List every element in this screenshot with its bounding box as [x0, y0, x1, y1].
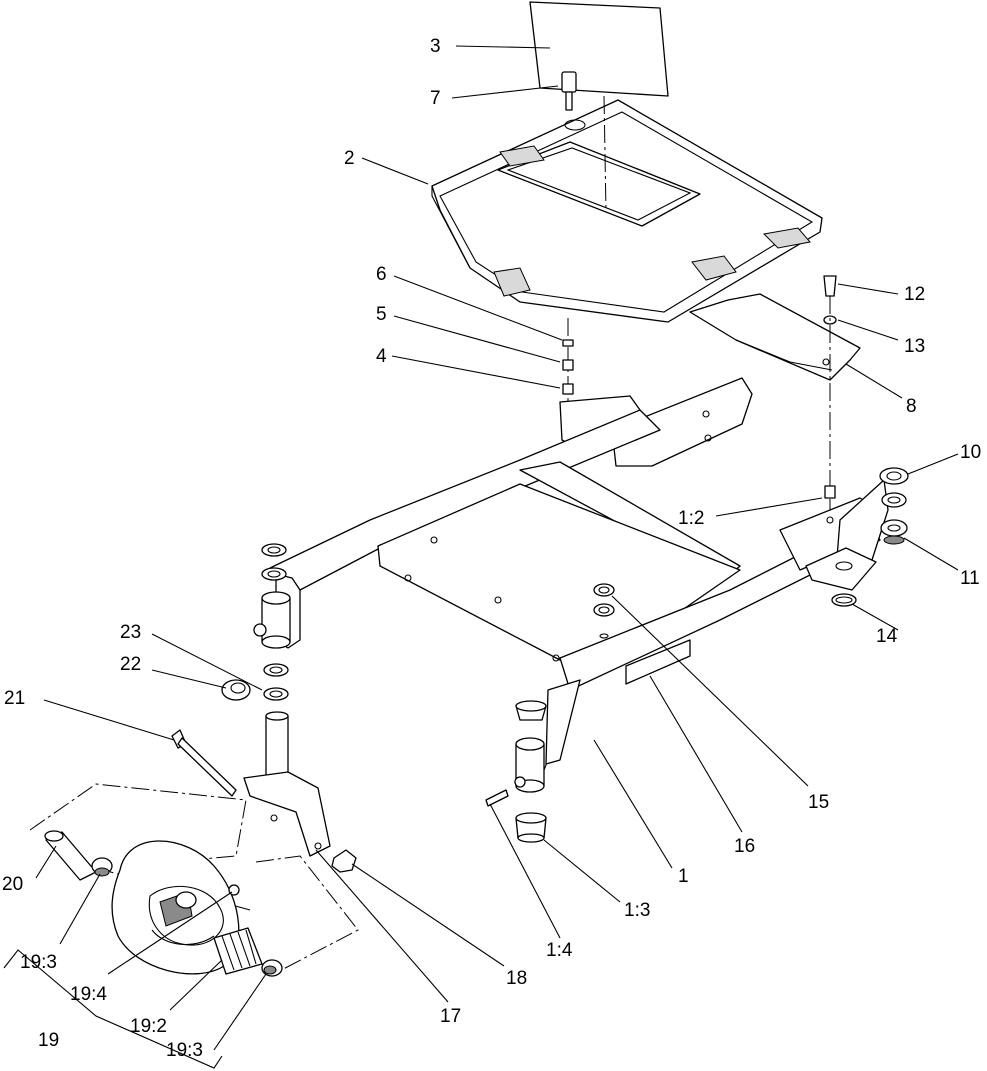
- part-19-wheel[interactable]: [111, 840, 240, 975]
- callout-1-4: 1:4: [546, 940, 573, 961]
- part-19-3-bearing-right[interactable]: [261, 959, 283, 977]
- callout-19-4: 19:4: [70, 984, 107, 1005]
- part-1-2-pin[interactable]: [826, 516, 834, 524]
- callout-19: 19: [38, 1030, 59, 1051]
- part-20-spacer[interactable]: [44, 830, 97, 881]
- callout-19-3-left: 19:3: [20, 952, 57, 973]
- part-18-nut[interactable]: [331, 849, 357, 873]
- centerline-plate: [603, 95, 607, 213]
- callout-19-3-right: 19:3: [166, 1040, 203, 1061]
- part-3-decal[interactable]: [529, 1, 669, 97]
- callout-13: 13: [904, 336, 925, 357]
- callout-10: 10: [960, 442, 981, 463]
- part-17-fork[interactable]: [243, 711, 331, 857]
- callout-1-3: 1:3: [624, 900, 650, 921]
- callout-4: 4: [376, 346, 387, 367]
- left-pivot-tube[interactable]: [253, 591, 291, 649]
- callout-2: 2: [344, 148, 355, 169]
- part-7-key[interactable]: [561, 71, 577, 111]
- part-19-bracket-line: [3, 949, 223, 1069]
- callout-16: 16: [734, 836, 755, 857]
- callout-5: 5: [376, 304, 387, 325]
- part-23-washers[interactable]: [261, 543, 289, 701]
- part-19-3-bearing-left[interactable]: [91, 857, 113, 877]
- callout-7: 7: [430, 88, 441, 109]
- callout-17: 17: [440, 1006, 461, 1027]
- part-19-2-sleeve[interactable]: [213, 927, 263, 975]
- callout-6: 6: [376, 264, 387, 285]
- callout-15: 15: [808, 792, 829, 813]
- part-1-3-bushing[interactable]: [515, 812, 547, 843]
- part-22-cap[interactable]: [221, 679, 251, 701]
- part-1-4-fitting[interactable]: [485, 789, 509, 807]
- part-14-ring[interactable]: [831, 593, 857, 607]
- callout-3: 3: [430, 36, 441, 57]
- callout-21: 21: [4, 688, 25, 709]
- callout-1: 1: [678, 866, 689, 887]
- callout-8: 8: [906, 396, 917, 417]
- callout-19-2: 19:2: [130, 1016, 167, 1037]
- part-15-washers[interactable]: [593, 583, 615, 639]
- callout-23: 23: [120, 622, 141, 643]
- part-8-bracket[interactable]: [689, 293, 861, 381]
- callout-11: 11: [960, 568, 980, 589]
- callout-labels: 3 7 2 6 5 4 12 13 8 10 1:2 11 14 23 22 2…: [2, 36, 981, 1061]
- part-10-11-washers[interactable]: [879, 467, 909, 545]
- callout-20: 20: [2, 874, 23, 895]
- callout-22: 22: [120, 654, 141, 675]
- callout-18: 18: [506, 968, 527, 989]
- part-2-plate[interactable]: [431, 99, 823, 323]
- leader-lines: [35, 45, 959, 1051]
- callout-14: 14: [876, 626, 898, 647]
- fastener-stack-12-13[interactable]: [823, 275, 837, 520]
- part-21-bolt[interactable]: [171, 729, 237, 797]
- part-1-3-bushing-top[interactable]: [515, 700, 547, 721]
- part-1-frame[interactable]: [269, 377, 889, 793]
- callout-1-2: 1:2: [678, 508, 704, 529]
- callout-12: 12: [904, 284, 925, 305]
